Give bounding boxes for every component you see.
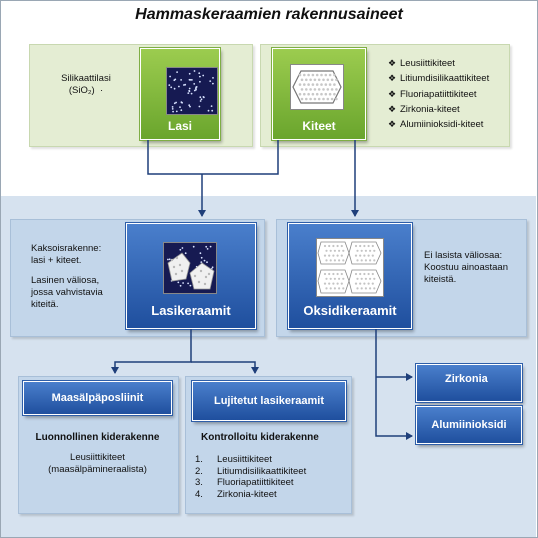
oksidikeraamit-note-line3: kiteistä. — [424, 274, 457, 285]
lasikeraamit-note-line1: Kaksoisrakenne: — [31, 243, 102, 254]
lujitetut-list-item: 3.Fluoriapatiittikiteet — [195, 477, 294, 488]
lasikeraamit-note-line2: lasi + kiteet. — [31, 255, 82, 266]
to-lujitetut-arrow — [191, 361, 259, 374]
to-alumiinioksidi-arrow — [375, 329, 413, 440]
to-maasalpaposliinit-arrow — [111, 329, 192, 374]
kiteet-list-item: ❖Litiumdisilikaattikiteet — [388, 73, 490, 85]
zirkonia-label: Zirkonia — [445, 373, 488, 385]
zirkonia-box: Zirkonia — [416, 364, 522, 402]
maasalpaposliinit-subtitle: Luonnollinen kiderakenne — [35, 432, 160, 443]
lasi-kiteet-connector — [147, 140, 279, 175]
kiteet-list-item: ❖Zirkonia-kiteet — [388, 103, 460, 115]
lujitetut-list-item: 1.Leusiittikiteet — [195, 454, 272, 465]
lasi-note-line1: Silikaattilasi — [61, 73, 111, 84]
lujitetut-subtitle: Kontrolloitu kiderakenne — [201, 432, 319, 443]
maasalpaposliinit-box: Maasälpäposliinit — [23, 381, 172, 415]
oksidikeraamit-note-line2: Koostuu ainoastaan — [424, 262, 508, 273]
crystal-icon — [290, 64, 344, 110]
maasalpaposliinit-desc-line2: (maasälpämineraalista) — [48, 464, 147, 475]
alumiinioksidi-box: Alumiinioksidi — [416, 406, 522, 444]
oksidikeraamit-note-line1: Ei lasista väliosaa: — [424, 250, 503, 261]
lasikeraamit-note-line4: jossa vahvistavia — [31, 287, 103, 298]
lujitetut-list-item: 2.Litiumdisilikaattikiteet — [195, 465, 307, 477]
lujitetut-box: Lujitetut lasikeraamit — [192, 381, 346, 421]
lujitetut-list: 1.Leusiittikiteet 2.Litiumdisilikaattiki… — [195, 454, 306, 500]
lasi-note-dot: · — [99, 85, 104, 96]
glass-ceramic-icon — [163, 242, 217, 294]
oxide-crystal-icon — [316, 238, 384, 297]
lujitetut-label: Lujitetut lasikeraamit — [213, 395, 325, 407]
maasalpaposliinit-label: Maasälpäposliinit — [51, 392, 144, 404]
kiteet-list: ❖Leusiittikiteet ❖Litiumdisilikaattikite… — [388, 56, 489, 132]
oksidikeraamit-box: Oksidikeraamit — [288, 223, 412, 329]
lasikeraamit-box: Lasikeraamit — [126, 223, 256, 329]
alumiinioksidi-label: Alumiinioksidi — [431, 419, 507, 431]
lasikeraamit-note-line5: kiteitä. — [31, 299, 59, 310]
lasikeraamit-label: Lasikeraamit — [151, 303, 231, 318]
maasalpaposliinit-desc-line1: Leusiittikiteet — [70, 452, 125, 463]
kiteet-list-item: ❖Leusiittikiteet — [388, 58, 455, 69]
lujitetut-list-item: 4.Zirkonia-kiteet — [195, 488, 277, 500]
lasi-note-line2: (SiO₂) — [68, 85, 95, 96]
oksidikeraamit-label: Oksidikeraamit — [303, 303, 397, 318]
kiteet-list-item: ❖Alumiinioksidi-kiteet — [388, 119, 484, 131]
kiteet-list-item: ❖Fluoriapatiittikiteet — [388, 88, 477, 100]
glass-structure-icon — [166, 67, 218, 115]
lasi-label: Lasi — [167, 119, 192, 133]
kiteet-label: Kiteet — [302, 119, 336, 133]
oksidikeraamit-note: Ei lasista väliosaa: Koostuu ainoastaan … — [424, 250, 524, 286]
diagram-title: Hammaskeraamien rakennusaineet — [135, 6, 403, 23]
lasikeraamit-note: Kaksoisrakenne: lasi + kiteet. Lasinen v… — [31, 243, 131, 311]
lasikeraamit-note-line3: Lasinen väliosa, — [31, 275, 100, 286]
lasi-note: Silikaattilasi (SiO₂) · — [36, 73, 136, 97]
maasalpaposliinit-desc: Leusiittikiteet (maasälpämineraalista) — [20, 452, 175, 476]
